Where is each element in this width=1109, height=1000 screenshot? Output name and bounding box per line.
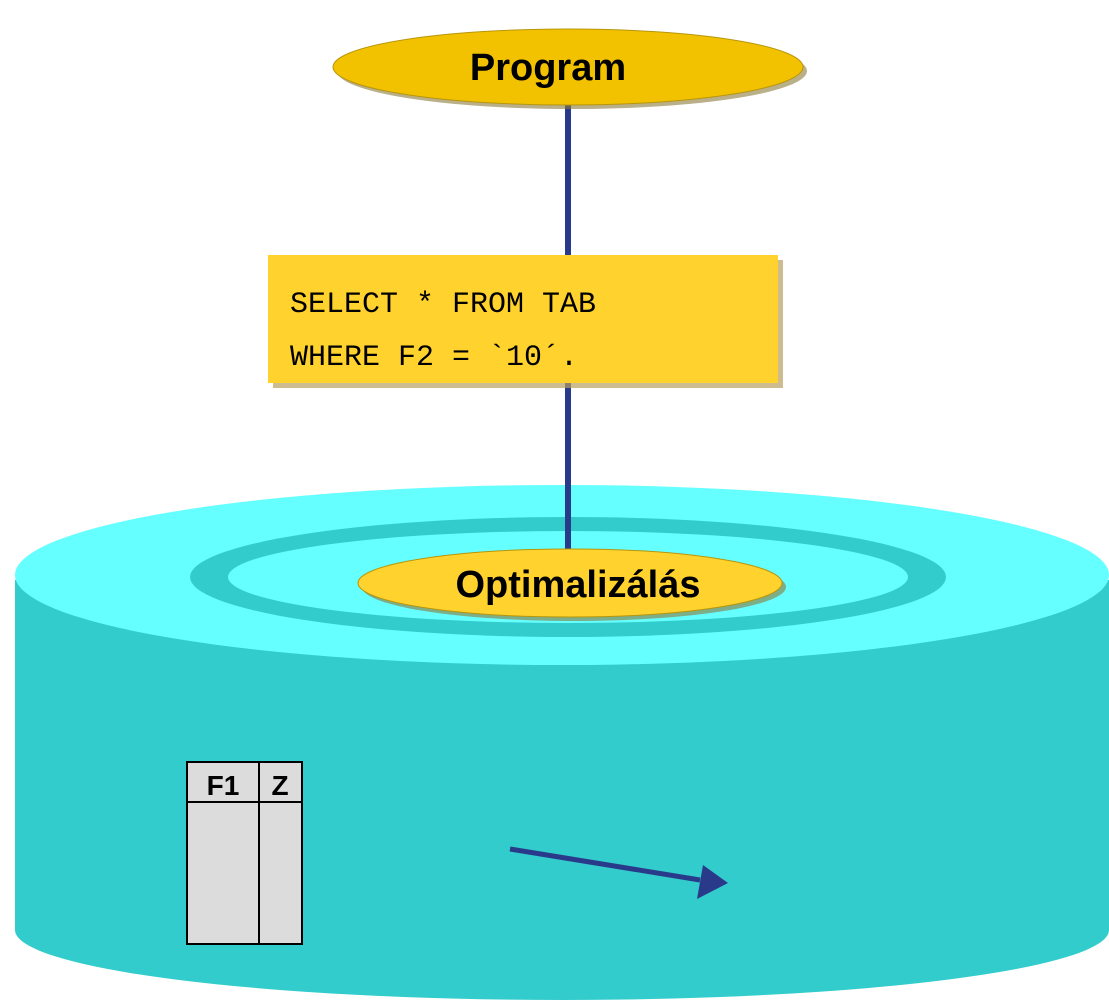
arrow (509, 846, 728, 899)
optimizer-node: Optimalizálás (357, 548, 786, 621)
sql-line-2: WHERE F2 = `10´. (290, 341, 578, 375)
program-node: Program (332, 28, 807, 109)
table-column-f1: F1 (207, 770, 240, 801)
table-column-z: Z (271, 770, 288, 801)
table-icon: F1 Z (186, 761, 303, 945)
arrow-head (697, 865, 728, 899)
sql-box: SELECT * FROM TAB WHERE F2 = `10´. (268, 255, 783, 388)
optimizer-label: Optimalizálás (456, 564, 701, 606)
sql-line-1: SELECT * FROM TAB (290, 288, 596, 322)
program-label: Program (470, 47, 626, 89)
